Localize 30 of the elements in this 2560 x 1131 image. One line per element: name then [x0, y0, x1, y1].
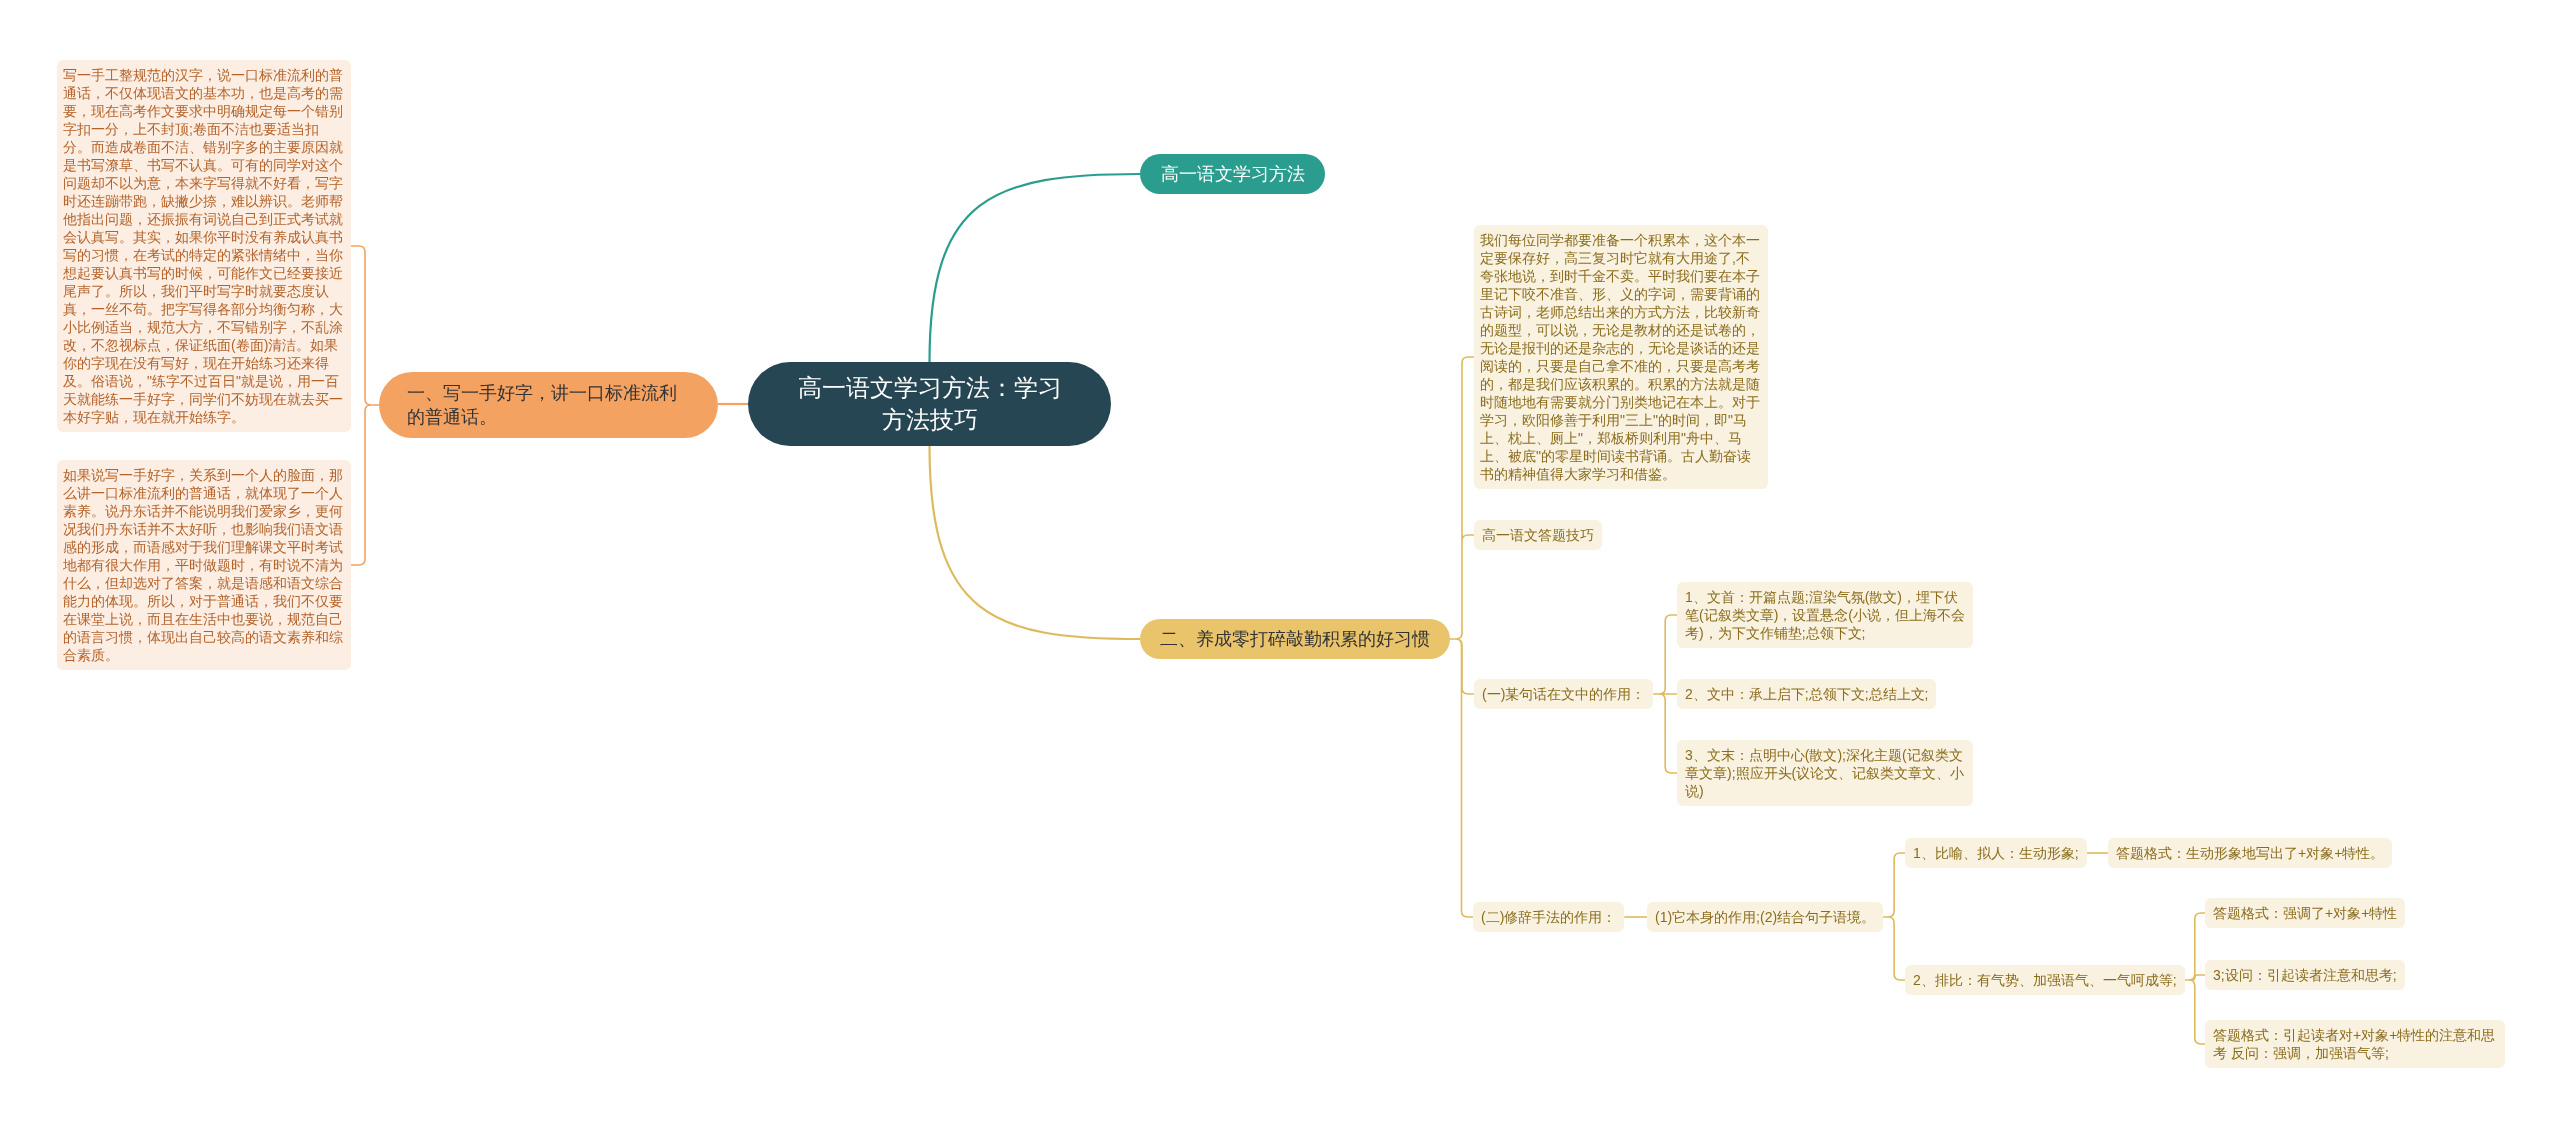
connector-line — [928, 172, 1140, 363]
connector-line — [1882, 852, 1906, 981]
subtopic-card: 答题格式：引起读者对+对象+特性的注意和思考 反问：强调，加强语气等; — [2205, 1020, 2505, 1068]
note-card: 我们每位同学都要准备一个积累本，这个本一定要保存好，高三复习时它就有大用途了,不夸张地说，到时千金不卖。平时我们要在本子里记下咬不准音、形、义的字词，需要背诵的古诗词，老师总结出来的方式方法，比较新奇的题型，可以说，无论是教材的还是试卷的，无论是报刊的还是杂志的，无论是谈话的还是阅读的，只要是自己拿不准的，只要是高考考的，都是我们应该积累的。积累的方法就是随时随地地有需要就分门别类地记在本上。对于学习，欧阳修善于利用"三上"的时间，即"马上、枕上、厕上"，郑板桥则利用"舟中、马上、被底"的零星时间读书背诵。古人勤奋读书的精神值得大家学习和借鉴。 — [1474, 225, 1768, 489]
subtopic-card: 高一语文答题技巧 — [1474, 520, 1602, 550]
subtopic-card: 3、文末：点明中心(散文);深化主题(记叙类文章文章);照应开头(议论文、记叙类文章文、小说) — [1677, 740, 1973, 806]
connector-line — [928, 445, 1140, 641]
subtopic-card: (一)某句话在文中的作用： — [1474, 679, 1654, 709]
subtopic-card: 答题格式：强调了+对象+特性 — [2205, 898, 2406, 928]
subtopic-card: 1、文首：开篇点题;渲染气氛(散文)，埋下伏笔(记叙类文章)，设置悬念(小说，但上海不会考)，为下文作铺垫;总领下文; — [1677, 582, 1973, 648]
subtopic-card: (1)它本身的作用;(2)结合句子语境。 — [1647, 902, 1884, 932]
connector-line — [1652, 614, 1678, 774]
note-card: 如果说写一手好字，关系到一个人的脸面，那么讲一口标准流利的普通话，就体现了一个人素养。说丹东话并不能说明我们爱家乡，更何况我们丹东话并不太好听，也影响我们语文语感的形成，而语感对于我们理解课文平时考试地都有很大作用，平时做题时，有时说不清为什么，但却选对了答案，就是语感和语文综合能力的体现。所以，对于普通话，我们不仅要在课堂上说，而且在生活中也要说，规范自己的语言习惯，体现出自己较高的语文素养和综合素质。 — [57, 460, 351, 670]
subtopic-card: (二)修辞手法的作用： — [1473, 902, 1625, 932]
connector-line — [350, 245, 380, 566]
connector-line — [718, 402, 748, 406]
note-card: 写一手工整规范的汉字，说一口标准流利的普通话，不仅体现语文的基本功，也是高考的需要，现在高考作文要求中明确规定每一个错别字扣一分，上不封顶;卷面不洁也要适当扣分。而造成卷面不洁、错别字多的主要原因就是书写潦草、书写不认真。可有的同学对这个问题却不以为意，本来字写得就不好看，写字时还连蹦带跑，缺撇少捺，难以辨识。老师帮他指出问题，还振振有词说自己到正式考试就会认真写。其实，如果你平时没有养成认真书写的习惯，在考试的特定的紧张情绪中，当你想起要认真书写的时候，可能作文已经要接近尾声了。所以，我们平时写字时就要态度认真，一丝不苟。把字写得各部分均衡匀称，大小比例适当，规范大方，不写错别字，不乱涂改，不忽视标点，保证纸面(卷面)清洁。如果你的字现在没有写好，现在开始练习还来得及。俗语说，"练字不过百日"就是说，用一百天就能练一手好字，同学们不妨现在就去买一本好字贴，现在就开始练字。 — [57, 60, 351, 432]
connector-line — [2085, 852, 2109, 854]
branch-topic: 一、写一手好字，讲一口标准流利的普通话。 — [379, 372, 718, 438]
subtopic-card: 2、排比：有气势、加强语气、一气呵成等; — [1905, 965, 2185, 995]
connector-line — [1623, 916, 1648, 918]
central-topic: 高一语文学习方法：学习方法技巧 — [748, 362, 1111, 446]
connector-line — [2183, 912, 2206, 1045]
subtopic-card: 答题格式：生动形象地写出了+对象+特性。 — [2108, 838, 2393, 868]
subtopic-card: 3;设问：引起读者注意和思考; — [2205, 960, 2405, 990]
branch-topic: 二、养成零打碎敲勤积累的好习惯 — [1140, 619, 1450, 659]
branch-topic: 高一语文学习方法 — [1140, 154, 1325, 194]
subtopic-card: 2、文中：承上启下;总领下文;总结上文; — [1677, 679, 1937, 709]
connector-line — [1449, 356, 1475, 918]
subtopic-card: 1、比喻、拟人：生动形象; — [1905, 838, 2087, 868]
